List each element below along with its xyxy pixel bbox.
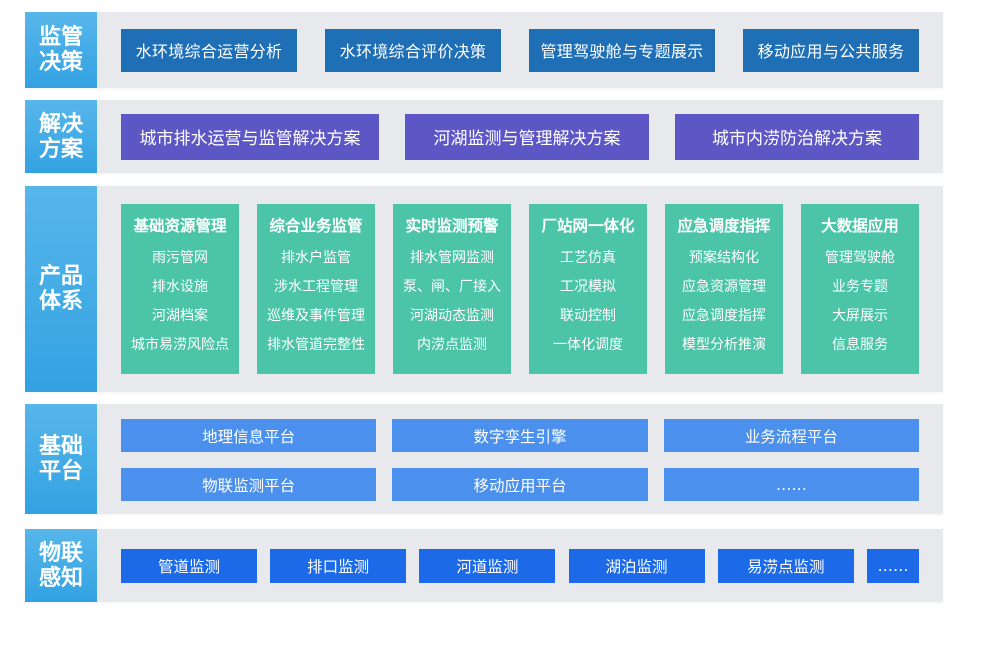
platform-more[interactable]: ……	[663, 468, 919, 501]
card-item: 管理驾驶舱	[825, 250, 895, 266]
card-item: 河湖档案	[152, 308, 208, 324]
decision-layer-row: 监管决策 水环境综合运营分析 水环境综合评价决策 管理驾驶舱与专题展示 移动应用…	[25, 12, 943, 88]
product-card-realtime-monitoring[interactable]: 实时监测预警 排水管网监测 泵、闸、厂接入 河湖动态监测 内涝点监测	[393, 204, 511, 374]
workflow-platform[interactable]: 业务流程平台	[663, 419, 919, 452]
management-cockpit-topic-display[interactable]: 管理驾驶舱与专题展示	[529, 28, 715, 72]
product-layer-label: 产品体系	[25, 186, 97, 392]
card-item: 一体化调度	[553, 337, 623, 353]
card-item: 应急资源管理	[682, 279, 766, 295]
pipe-monitoring[interactable]: 管道监测	[121, 548, 257, 583]
product-layer-row: 产品体系 基础资源管理 雨污管网 排水设施 河湖档案 城市易涝风险点 综合业务监…	[25, 186, 943, 392]
card-item: 城市易涝风险点	[131, 337, 229, 353]
iot-layer-row: 物联感知 管道监测 排口监测 河道监测 湖泊监测 易涝点监测 ……	[25, 529, 943, 602]
gis-platform[interactable]: 地理信息平台	[121, 419, 377, 452]
card-item: 巡维及事件管理	[267, 308, 365, 324]
product-card-plant-station-network[interactable]: 厂站网一体化 工艺仿真 工况模拟 联动控制 一体化调度	[529, 204, 647, 374]
product-card-big-data[interactable]: 大数据应用 管理驾驶舱 业务专题 大屏展示 信息服务	[801, 204, 919, 374]
card-item: 工况模拟	[560, 279, 616, 295]
card-item: 泵、闸、厂接入	[403, 279, 501, 295]
lake-monitoring[interactable]: 湖泊监测	[568, 548, 705, 583]
card-item: 预案结构化	[689, 250, 759, 266]
water-env-evaluation-decision[interactable]: 水环境综合评价决策	[325, 28, 501, 72]
decision-layer-label: 监管决策	[25, 12, 97, 88]
card-item: 工艺仿真	[560, 250, 616, 266]
iot-more[interactable]: ……	[866, 548, 919, 583]
product-card-basic-resources[interactable]: 基础资源管理 雨污管网 排水设施 河湖档案 城市易涝风险点	[121, 204, 239, 374]
card-item: 排水管网监测	[410, 250, 494, 266]
card-item: 模型分析推演	[682, 337, 766, 353]
card-item: 排水管道完整性	[267, 337, 365, 353]
product-card-business-supervision[interactable]: 综合业务监管 排水户监管 涉水工程管理 巡维及事件管理 排水管道完整性	[257, 204, 375, 374]
card-title: 应急调度指挥	[677, 217, 771, 235]
outfall-monitoring[interactable]: 排口监测	[270, 548, 407, 583]
river-lake-solution[interactable]: 河湖监测与管理解决方案	[405, 113, 649, 160]
waterlogging-point-monitoring[interactable]: 易涝点监测	[717, 548, 854, 583]
iot-monitoring-platform[interactable]: 物联监测平台	[121, 468, 377, 501]
card-item: 内涝点监测	[417, 337, 487, 353]
iot-layer-label: 物联感知	[25, 529, 97, 602]
card-item: 大屏展示	[832, 308, 888, 324]
card-item: 排水设施	[152, 279, 208, 295]
card-title: 综合业务监管	[269, 217, 363, 235]
water-env-operation-analysis[interactable]: 水环境综合运营分析	[121, 28, 297, 72]
card-item: 雨污管网	[152, 250, 208, 266]
urban-drainage-solution[interactable]: 城市排水运营与监管解决方案	[121, 113, 379, 160]
card-item: 业务专题	[832, 279, 888, 295]
urban-waterlogging-solution[interactable]: 城市内涝防治解决方案	[675, 113, 919, 160]
mobile-app-public-service[interactable]: 移动应用与公共服务	[743, 28, 919, 72]
solution-layer-row: 解决方案 城市排水运营与监管解决方案 河湖监测与管理解决方案 城市内涝防治解决方…	[25, 100, 943, 173]
card-item: 河湖动态监测	[410, 308, 494, 324]
product-card-emergency-dispatch[interactable]: 应急调度指挥 预案结构化 应急资源管理 应急调度指挥 模型分析推演	[665, 204, 783, 374]
river-monitoring[interactable]: 河道监测	[419, 548, 556, 583]
card-title: 实时监测预警	[405, 217, 499, 235]
card-title: 基础资源管理	[133, 217, 227, 235]
platform-layer-row: 基础平台 地理信息平台 数字孪生引擎 业务流程平台 物联监测平台 移动应用平台 …	[25, 404, 943, 514]
card-item: 涉水工程管理	[274, 279, 358, 295]
card-title: 厂站网一体化	[541, 217, 635, 235]
card-item: 应急调度指挥	[682, 308, 766, 324]
card-item: 联动控制	[560, 308, 616, 324]
platform-layer-label: 基础平台	[25, 404, 97, 514]
card-item: 排水户监管	[281, 250, 351, 266]
digital-twin-engine[interactable]: 数字孪生引擎	[392, 419, 648, 452]
solution-layer-label: 解决方案	[25, 100, 97, 173]
card-title: 大数据应用	[821, 217, 899, 235]
mobile-app-platform[interactable]: 移动应用平台	[392, 468, 648, 501]
card-item: 信息服务	[832, 337, 888, 353]
